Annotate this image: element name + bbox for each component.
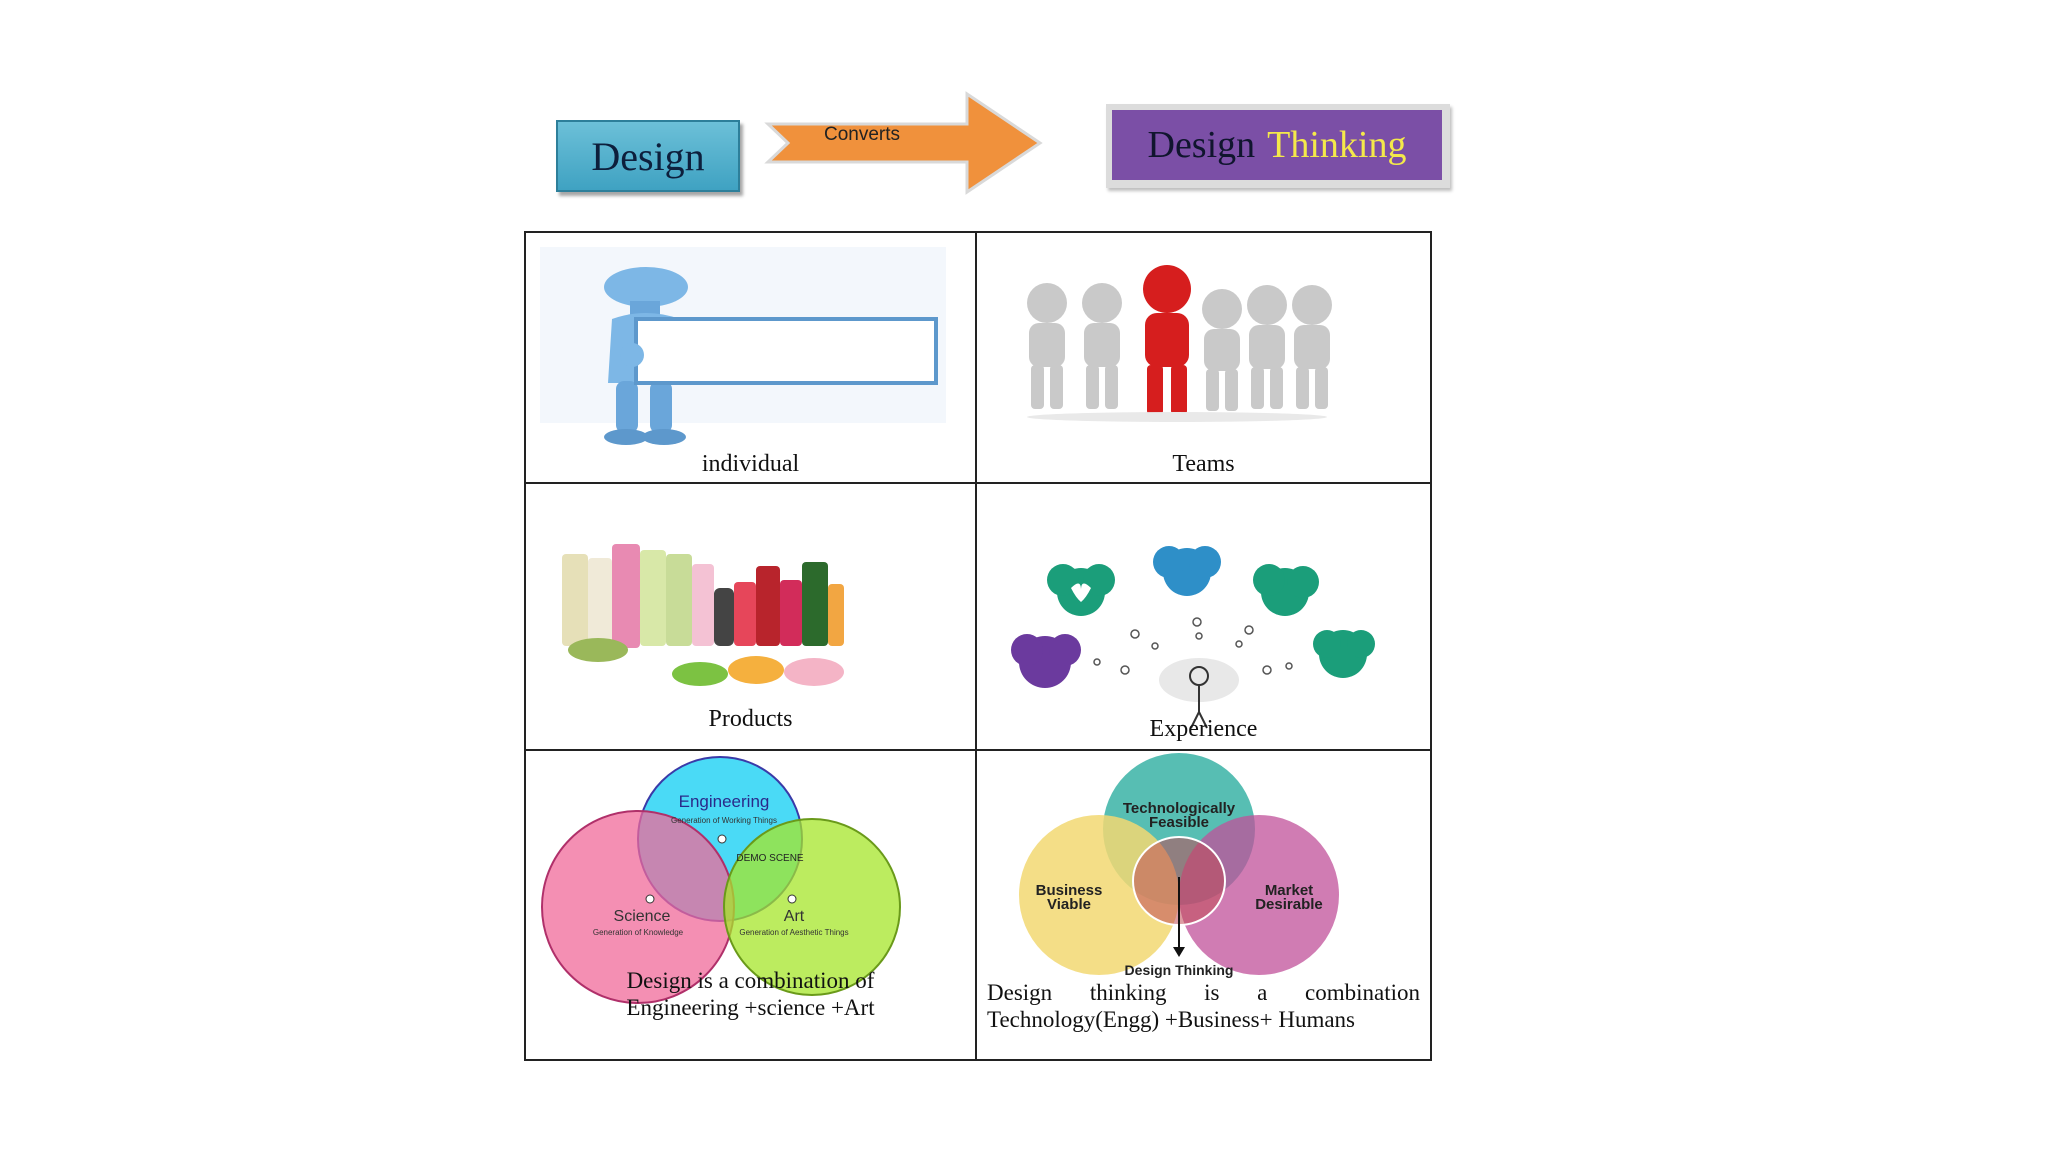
converts-arrow (764, 91, 1043, 195)
products-image (562, 544, 844, 686)
design-thinking-word-thinking: Thinking (1267, 124, 1407, 166)
caption-experience: Experience (1149, 716, 1258, 742)
venn-market-line2: Desirable (1255, 896, 1323, 913)
venn-tech-line1: Technologically (1123, 800, 1236, 817)
cell-experience: Experience (977, 484, 1430, 751)
experience-thought-clouds-image (1011, 546, 1375, 729)
design-label: Design (591, 133, 705, 179)
venn-business-line1: Business (1036, 882, 1103, 899)
design-thinking-box: Design Thinking (1106, 104, 1450, 188)
design-box: Design (556, 120, 740, 192)
individual-figure-image (540, 247, 946, 445)
caption-individual: individual (701, 451, 800, 477)
cell-teams: Teams (977, 233, 1430, 484)
venn-design-thinking-label: Design Thinking (1125, 962, 1234, 978)
caption-products: Products (708, 706, 793, 732)
cell-products: Products (526, 484, 977, 751)
cell-design-thinking-venn: Technologically Feasible Business Viable… (977, 751, 1430, 1059)
caption-design-thinking-combination: Design thinking is a combination Technol… (987, 979, 1420, 1033)
venn-market-line1: Market (1265, 882, 1313, 899)
design-venn-diagram: Engineering Generation of Working Things… (541, 756, 901, 1004)
design-thinking-venn-diagram: Technologically Feasible Business Viable… (1019, 753, 1339, 978)
venn-science-sub: Generation of Knowledge (593, 928, 684, 937)
comparison-grid: individual Teams (524, 231, 1432, 1061)
caption-design-combination: Design is a combination of Engineering +… (526, 967, 975, 1021)
caption-dt-line2: Technology(Engg) +Business+ Humans (987, 1007, 1356, 1032)
caption-design-line1: Design is a combination of (626, 968, 875, 993)
venn-business-line2: Viable (1047, 896, 1091, 913)
teams-figure-image (1027, 265, 1332, 422)
venn-engineering-sub: Generation of Working Things (671, 816, 777, 825)
converts-label: Converts (824, 124, 901, 145)
venn-art-sub: Generation of Aesthetic Things (739, 928, 848, 937)
venn-science-label: Science (614, 908, 671, 925)
caption-teams: Teams (1172, 451, 1235, 477)
cell-individual: individual (526, 233, 977, 484)
venn-art-label: Art (784, 908, 805, 925)
venn-center-label: DEMO SCENE (736, 853, 804, 864)
design-thinking-word-design: Design (1147, 124, 1256, 166)
caption-design-line2: Engineering +science +Art (626, 995, 875, 1020)
venn-tech-line2: Feasible (1149, 814, 1209, 831)
caption-dt-line1: Design thinking is a combination (987, 980, 1420, 1005)
cell-design-venn: Engineering Generation of Working Things… (526, 751, 977, 1059)
venn-engineering-label: Engineering (679, 792, 770, 811)
